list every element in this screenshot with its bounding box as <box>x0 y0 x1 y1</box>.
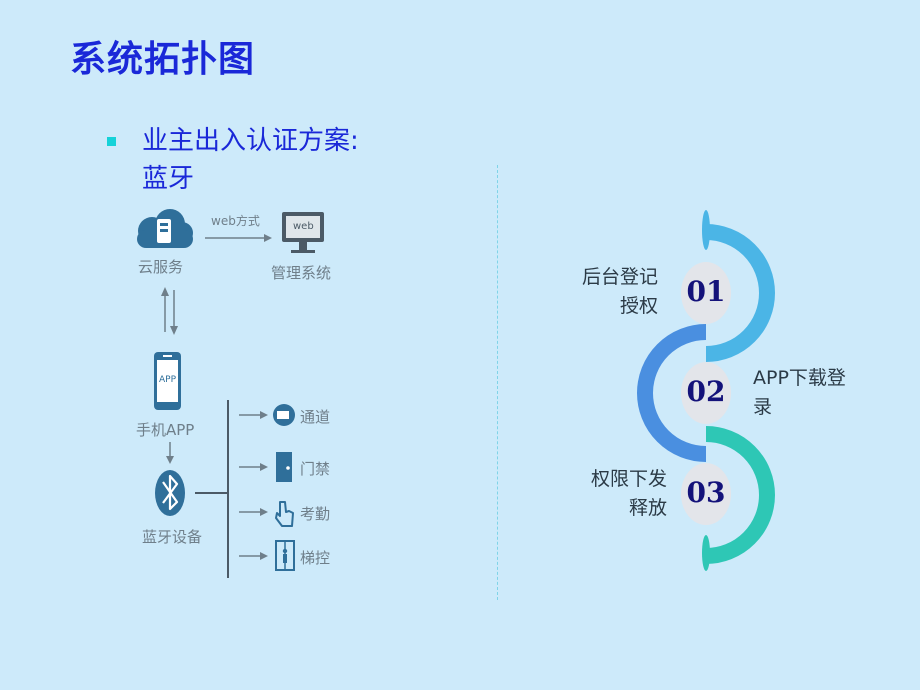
dashed-divider <box>497 165 498 600</box>
step-3-arc <box>705 426 775 564</box>
elevator-icon <box>275 540 295 571</box>
step-1-number: 01 <box>686 275 726 308</box>
step-3-text-line1: 权限下发 <box>590 468 667 490</box>
step-2-text: APP下载登 录 <box>753 364 846 422</box>
step-2-text-line1: APP下载登 <box>753 367 846 389</box>
web-arrowhead <box>264 234 272 242</box>
hand-icon <box>275 501 294 527</box>
cloud-label: 云服务 <box>138 258 184 276</box>
branch-elevator-label: 梯控 <box>300 549 331 567</box>
web-arrow-label: web方式 <box>211 214 260 228</box>
bullet-text: 业主出入认证方案: 蓝牙 <box>142 122 422 198</box>
step-1-circle <box>681 262 731 324</box>
gate-icon <box>273 404 295 426</box>
cloud-icon <box>137 209 193 248</box>
mgmt-label: 管理系统 <box>271 264 332 282</box>
monitor-icon <box>282 212 324 253</box>
step-1-text-line1: 后台登记 <box>581 266 658 288</box>
branch-arrows <box>239 411 268 560</box>
bullet-marker <box>107 137 116 146</box>
bluetooth-icon <box>155 470 185 516</box>
step-3-text: 权限下发 释放 <box>591 465 667 523</box>
up-arrowhead <box>161 287 169 296</box>
step-2-text-line2: 录 <box>753 396 773 418</box>
step-3-circle <box>681 463 731 525</box>
door-icon <box>276 452 292 482</box>
bluetooth-label: 蓝牙设备 <box>142 528 203 546</box>
branch-door-label: 门禁 <box>300 460 331 478</box>
phone-icon <box>154 352 181 410</box>
step-3-number: 03 <box>686 476 726 509</box>
phone-screen-text: APP <box>159 375 177 385</box>
branch-attendance-label: 考勤 <box>300 505 331 523</box>
steps-graphic <box>637 210 775 571</box>
branch-gate-label: 通道 <box>300 408 331 426</box>
phone-label: 手机APP <box>136 421 195 439</box>
bullet-line-2: 蓝牙 <box>142 164 195 194</box>
down-arrowhead <box>170 326 178 335</box>
monitor-screen-text: web <box>293 221 314 232</box>
phone-bt-arrowhead <box>166 456 174 464</box>
step-1-arc <box>705 224 775 362</box>
step-2-circle <box>681 362 731 424</box>
step-1-text: 后台登记 授权 <box>582 263 658 321</box>
step-1-text-line2: 授权 <box>619 295 658 317</box>
step-3-text-line2: 释放 <box>628 497 667 519</box>
step-2-arc <box>637 324 707 462</box>
step-2-number: 02 <box>686 375 726 408</box>
bullet-line-1: 业主出入认证方案: <box>142 126 359 156</box>
page-title: 系统拓扑图 <box>70 39 256 80</box>
